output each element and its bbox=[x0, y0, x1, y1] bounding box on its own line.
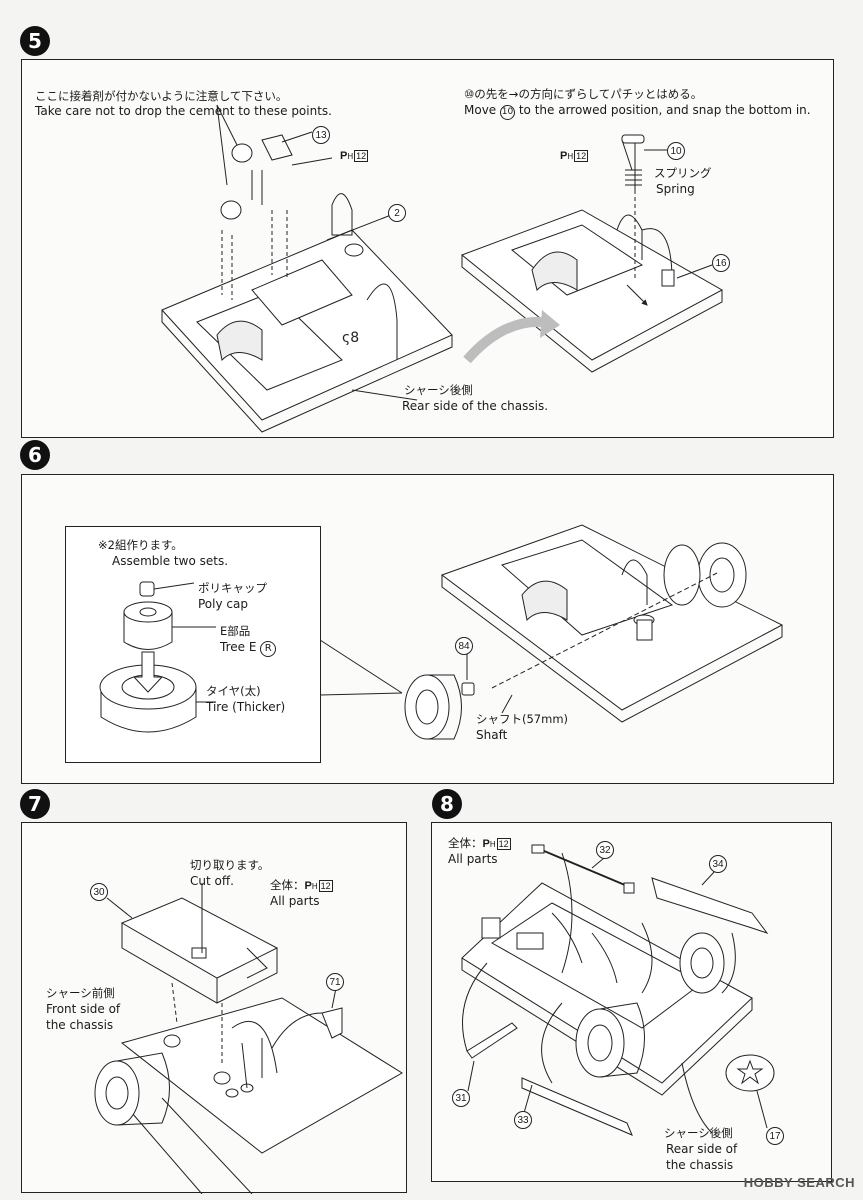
step-7-cut-en: Cut off. bbox=[190, 874, 234, 888]
step-8-badge: 8 bbox=[432, 789, 462, 819]
watermark: HOBBY SEARCH bbox=[743, 1175, 855, 1190]
step-5-number: 5 bbox=[28, 29, 42, 53]
step-5-panel: ς8 ここに接着剤が付か bbox=[21, 59, 834, 438]
step-5-spring-jp: スプリング bbox=[654, 166, 712, 180]
step-7-front-en1: Front side of bbox=[46, 1002, 121, 1016]
svg-text:ς8: ς8 bbox=[342, 330, 359, 346]
step-7-badge: 7 bbox=[20, 789, 50, 819]
step-8-part-17: 17 bbox=[766, 1127, 784, 1145]
step-7-cut-jp: 切り取ります。 bbox=[190, 858, 270, 872]
step-7-drawing bbox=[22, 823, 408, 1194]
step-6-tire-en: Tire (Thicker) bbox=[206, 700, 286, 714]
step-5-part-16: 16 bbox=[712, 254, 730, 272]
step-6-part-84: 84 bbox=[455, 637, 473, 655]
step-6-tree-mark: R bbox=[260, 641, 277, 657]
step-6-tire-jp: タイヤ(太) bbox=[206, 684, 261, 698]
step-8-rear-en2: the chassis bbox=[666, 1158, 734, 1172]
step-5-move-en-post: to the arrowed position, and snap the bo… bbox=[518, 103, 811, 117]
step-5-part-13: 13 bbox=[312, 126, 330, 144]
step-7-front-jp: シャーシ前側 bbox=[46, 986, 115, 1000]
step-8-part-34: 34 bbox=[709, 855, 727, 873]
step-7-part-30: 30 bbox=[90, 883, 108, 901]
step-8-part-31: 31 bbox=[452, 1089, 470, 1107]
step-5-badge: 5 bbox=[20, 26, 50, 56]
step-6-badge: 6 bbox=[20, 440, 50, 470]
step-5-move-en-num: 10 bbox=[500, 105, 516, 120]
step-5-spring-en: Spring bbox=[656, 182, 695, 196]
step-8-rear-en1: Rear side of bbox=[666, 1142, 738, 1156]
step-8-all-en: All parts bbox=[448, 852, 498, 866]
step-6-shaft-en: Shaft bbox=[476, 728, 508, 742]
step-7-part-71: 71 bbox=[326, 973, 344, 991]
step-5-rear-jp: シャーシ後側 bbox=[404, 383, 473, 397]
step-5-note-jp: ここに接着剤が付かないように注意して下さい。 bbox=[35, 89, 288, 103]
step-5-move-jp: ⑩の先を→の方向にずらしてパチッとはめる。 bbox=[464, 87, 703, 101]
step-7-number: 7 bbox=[28, 792, 42, 816]
step-8-rear-jp: シャーシ後側 bbox=[664, 1126, 733, 1140]
step-6-inset: ※2組作ります。 Assemble two sets. ポリキャップ Poly … bbox=[65, 526, 321, 763]
step-7-all-en: All parts bbox=[270, 894, 320, 908]
step-6-panel: ※2組作ります。 Assemble two sets. ポリキャップ Poly … bbox=[21, 474, 834, 784]
step-5-note-en: Take care not to drop the cement to thes… bbox=[35, 104, 332, 118]
step-6-polycap-en: Poly cap bbox=[198, 597, 248, 611]
step-6-sets-en: Assemble two sets. bbox=[112, 554, 229, 568]
step-5-drawing: ς8 bbox=[22, 60, 835, 439]
step-6-polycap-jp: ポリキャップ bbox=[198, 581, 267, 595]
step-6-shaft-jp: シャフト(57mm) bbox=[476, 712, 569, 726]
step-5-rear-en: Rear side of the chassis. bbox=[402, 399, 549, 413]
step-5-part-2: 2 bbox=[388, 204, 406, 222]
step-8-drawing bbox=[432, 823, 833, 1183]
step-5-move-en: Move 10 to the arrowed position, and sna… bbox=[464, 102, 811, 120]
step-6-tree-jp: E部品 bbox=[220, 624, 251, 638]
step-8-part-33: 33 bbox=[514, 1111, 532, 1129]
step-5-move-en-pre: Move bbox=[464, 103, 497, 117]
step-6-number: 6 bbox=[28, 443, 42, 467]
step-8-number: 8 bbox=[440, 792, 454, 816]
step-7-front-en2: the chassis bbox=[46, 1018, 114, 1032]
step-6-sets-jp: ※2組作ります。 bbox=[98, 538, 183, 552]
step-6-drawing bbox=[22, 475, 835, 785]
step-6-tree-en: Tree E R bbox=[220, 639, 277, 657]
step-6-inset-drawing bbox=[66, 527, 322, 764]
step-5-part-10: 10 bbox=[667, 142, 685, 160]
step-8-part-32: 32 bbox=[596, 841, 614, 859]
